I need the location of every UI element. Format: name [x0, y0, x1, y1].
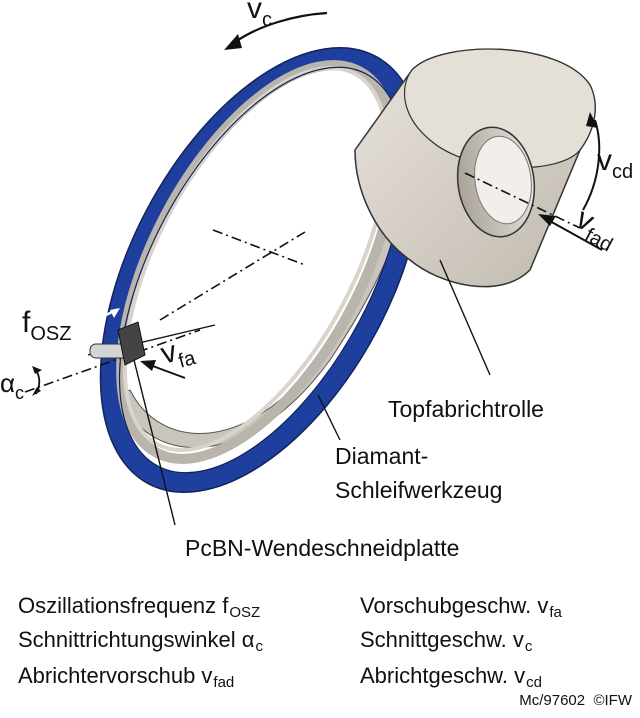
vcd-label: vcd: [597, 144, 633, 183]
cup-dresser-roller: [354, 48, 596, 288]
fosz-label: fOSZ: [22, 306, 71, 345]
alpha-c-label: αc: [0, 368, 24, 403]
alpha-c-indicator: αc: [0, 366, 42, 403]
tool-label-line1: Diamant-: [335, 443, 428, 469]
vfad-label: vfad: [568, 202, 624, 257]
axis-lines: [24, 172, 581, 393]
vcd-arrow: vcd: [582, 112, 633, 211]
vfa-arrow: vfa: [140, 335, 199, 379]
tool-label-line2: Schleifwerkzeug: [335, 477, 502, 503]
pcbn-insert: [87, 321, 216, 366]
vc-arrow: vc: [224, 0, 328, 50]
diamond-grinding-wheel: [99, 47, 425, 493]
insert-label: PcBN-Wendeschneidplatte: [185, 535, 459, 561]
fosz-indicator: fOSZ: [22, 306, 120, 345]
dresser-label: Topfabrichtrolle: [388, 396, 544, 422]
vc-label: vc: [247, 0, 272, 31]
leader-lines: [133, 259, 491, 526]
